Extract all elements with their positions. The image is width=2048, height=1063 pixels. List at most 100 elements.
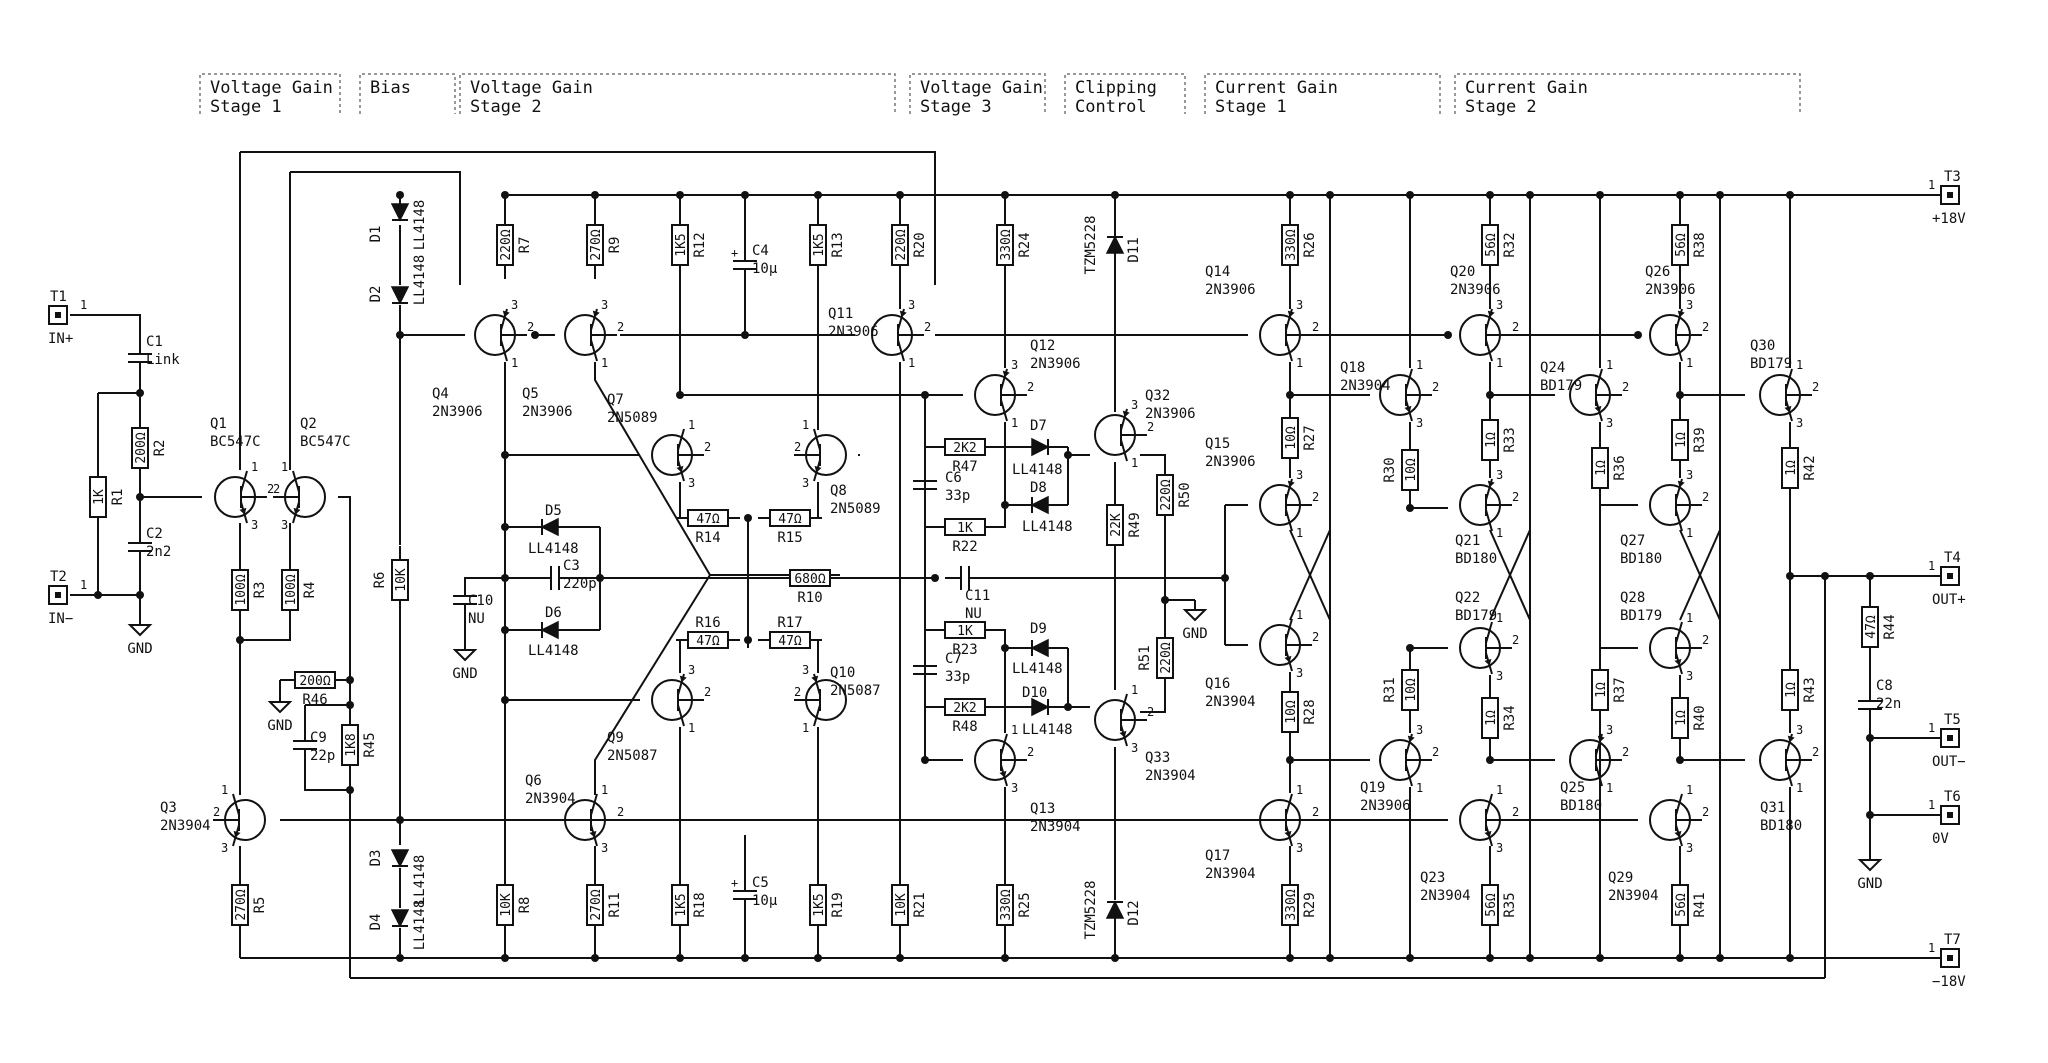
svg-text:2: 2: [273, 482, 280, 496]
transistor-ref: Q19: [1360, 780, 1385, 796]
svg-text:1: 1: [1606, 358, 1613, 372]
resistor-value: 220Ω: [894, 229, 909, 260]
svg-text:3: 3: [1686, 669, 1693, 683]
svg-text:3: 3: [1796, 416, 1803, 430]
capacitor-ref: C3: [563, 558, 580, 574]
svg-text:2: 2: [213, 805, 220, 819]
transistor-ref: Q30: [1750, 338, 1775, 354]
section-title-line2: Stage 3: [920, 97, 992, 117]
svg-text:2: 2: [1312, 630, 1319, 644]
diode-value: LL4148: [528, 541, 579, 557]
resistor-value: 1K: [957, 521, 973, 536]
transistor-value: 2N3904: [1420, 888, 1471, 904]
capacitor-ref: C10: [468, 593, 493, 609]
svg-text:+: +: [731, 246, 738, 260]
transistor-ref: Q5: [522, 386, 539, 402]
svg-text:TZM5228: TZM5228: [1083, 880, 1099, 939]
section-title-line2: Stage 1: [1215, 97, 1287, 117]
svg-text:1: 1: [1296, 526, 1303, 540]
transistor-ref: Q31: [1760, 800, 1785, 816]
resistor-ref: R18: [692, 892, 708, 917]
resistor-ref: R50: [1177, 482, 1193, 507]
section-bias: Bias: [359, 73, 456, 114]
resistor-value: 1K5: [674, 233, 689, 256]
svg-text:2: 2: [1312, 490, 1319, 504]
diode-ref: D7: [1030, 418, 1047, 434]
resistor-value: 1K: [957, 624, 973, 639]
transistor-ref: Q25: [1560, 780, 1585, 796]
resistor-value: 200Ω: [134, 432, 149, 463]
svg-text:1: 1: [1131, 683, 1138, 697]
resistor-ref: R45: [362, 732, 378, 757]
svg-text:1: 1: [1606, 781, 1613, 795]
capacitor-ref: C9: [310, 730, 327, 746]
resistor-ref: R32: [1502, 232, 1518, 257]
transistor-ref: Q15: [1205, 436, 1230, 452]
svg-text:2: 2: [1432, 745, 1439, 759]
svg-text:LL4148: LL4148: [412, 255, 428, 306]
transistor-ref: Q14: [1205, 264, 1230, 280]
svg-text:1: 1: [251, 460, 258, 474]
resistor-ref: R51: [1137, 645, 1153, 670]
resistor-value: 100Ω: [284, 574, 299, 605]
svg-text:2: 2: [617, 805, 624, 819]
resistor-value: 56Ω: [1674, 233, 1689, 257]
capacitor-value: 10µ: [752, 893, 778, 909]
resistor-ref: R39: [1692, 427, 1708, 452]
resistor-ref: R28: [1302, 699, 1318, 724]
svg-text:1: 1: [802, 418, 809, 432]
transistor-value: 2N3906: [1205, 454, 1256, 470]
svg-text:3: 3: [251, 518, 258, 532]
resistor-value: 1Ω: [1594, 460, 1609, 476]
svg-text:1: 1: [80, 578, 87, 592]
svg-text:2: 2: [704, 440, 711, 454]
svg-text:T1: T1: [50, 289, 67, 305]
svg-text:−18V: −18V: [1932, 974, 1966, 990]
svg-text:3: 3: [1796, 723, 1803, 737]
transistor-value: 2N3904: [1205, 866, 1256, 882]
transistor-value: 2N3904: [1608, 888, 1659, 904]
transistor-value: 2N3906: [1360, 798, 1411, 814]
resistor-ref: R25: [1017, 892, 1033, 917]
ground-symbol: GND: [127, 615, 153, 657]
resistor-ref: R19: [830, 892, 846, 917]
transistor-ref: Q13: [1030, 801, 1055, 817]
section-title-line1: Clipping: [1075, 78, 1157, 98]
resistor-value: 56Ω: [1484, 233, 1499, 257]
svg-text:3: 3: [281, 518, 288, 532]
svg-text:1: 1: [1296, 356, 1303, 370]
section-title-line2: Control: [1075, 97, 1147, 117]
svg-text:T5: T5: [1944, 712, 1961, 728]
svg-text:1: 1: [1796, 358, 1803, 372]
svg-text:3: 3: [1011, 358, 1018, 372]
resistor-ref: R9: [607, 237, 623, 254]
resistor-ref: R3: [252, 582, 268, 599]
transistor-value: 2N3906: [1450, 282, 1501, 298]
resistor-ref: R33: [1502, 427, 1518, 452]
svg-text:3: 3: [1606, 416, 1613, 430]
transistor-value: BD180: [1455, 551, 1497, 567]
svg-text:3: 3: [688, 663, 695, 677]
